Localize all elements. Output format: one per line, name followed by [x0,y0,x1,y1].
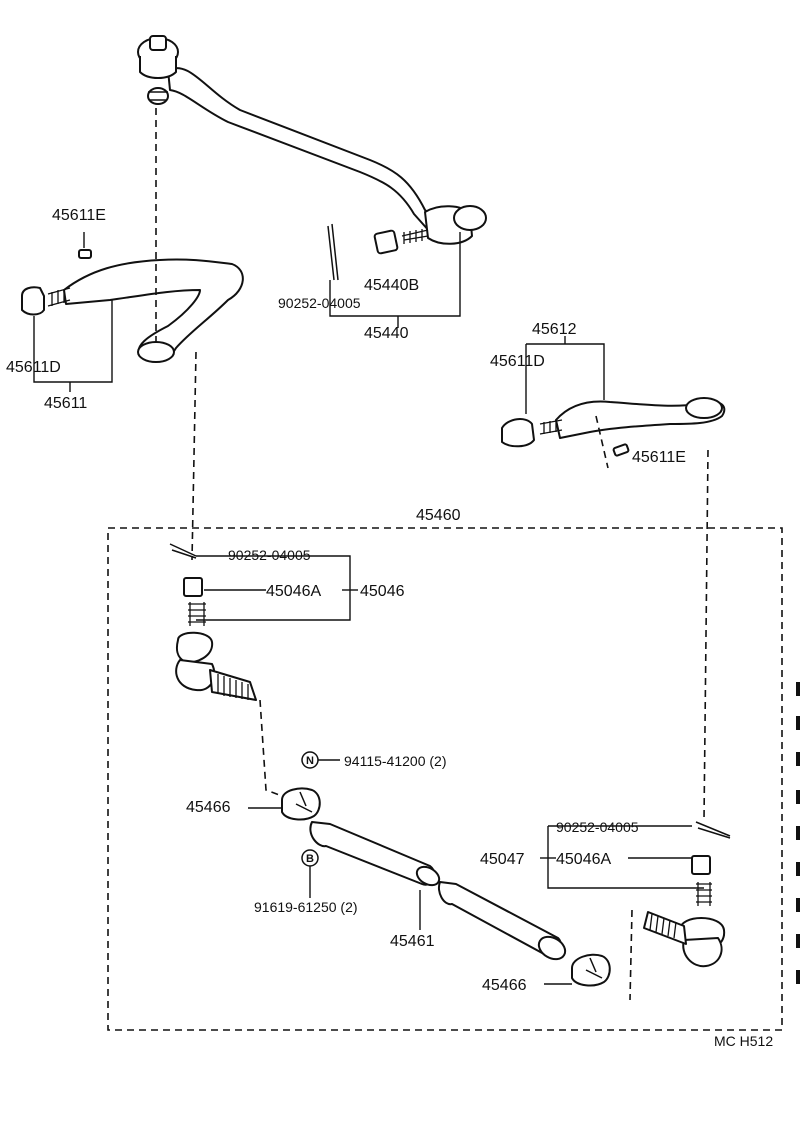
label-45612: 45612 [532,321,577,338]
label-45611E-top: 45611E [52,207,106,224]
symbol-n-text: N [306,755,314,767]
drag-link-assembly [137,35,487,328]
nut-45611D-right [501,418,535,448]
dashed-connector-5 [259,699,283,797]
label-45466-upper: 45466 [186,799,231,816]
knuckle-arm-left [21,232,244,392]
label-94115: 94115-41200 (2) [344,753,446,769]
tie-rod-end-upper [169,543,257,701]
knuckle-arm-right [501,336,726,457]
clamp-45466-lower [571,953,611,987]
label-45047: 45047 [480,851,525,868]
label-45611: 45611 [44,395,87,412]
label-45046: 45046 [360,583,405,600]
label-45461: 45461 [390,933,435,950]
castle-nut-upper [183,577,203,597]
dashed-connector-3 [703,449,709,821]
cotter-pin-upper [169,543,197,559]
tie-rod-end-lower [643,821,731,968]
dashed-connector-4 [595,415,609,469]
label-45046A-b: 45046A [556,851,611,868]
label-90252-a: 90252-04005 [228,547,311,563]
tie-rod-assembly-box [107,527,783,1031]
castle-nut-lower [691,855,711,875]
label-45611E-right: 45611E [632,449,686,466]
label-90252-b: 90252-04005 [556,819,639,835]
cotter-45611E-top [78,249,92,259]
nut-45611D-left [21,286,45,316]
tie-rod-tube [309,821,567,961]
label-90252-top: 90252-04005 [278,295,361,311]
label-45460: 45460 [416,507,461,524]
dashed-connector-2 [191,351,197,561]
label-45611D-left: 45611D [6,359,61,376]
clamp-45466-upper [281,787,321,821]
arm-eye-left [137,341,175,363]
castle-nut-top [373,229,399,255]
cotter-pin-top [327,223,339,281]
label-45440: 45440 [364,325,409,342]
cotter-pin-lower [695,821,731,839]
label-91619: 91619-61250 (2) [254,899,358,915]
dashed-connector-6 [629,909,633,1001]
label-45440B: 45440B [364,277,419,294]
symbol-b-text: B [306,853,314,865]
cotter-45611E-right [612,443,630,457]
footer-ref-code: MC H512 [714,1033,773,1049]
label-45466-lower: 45466 [482,977,527,994]
label-45046A-a: 45046A [266,583,321,600]
label-45611D-right: 45611D [490,353,545,370]
edge-marks [796,682,800,984]
